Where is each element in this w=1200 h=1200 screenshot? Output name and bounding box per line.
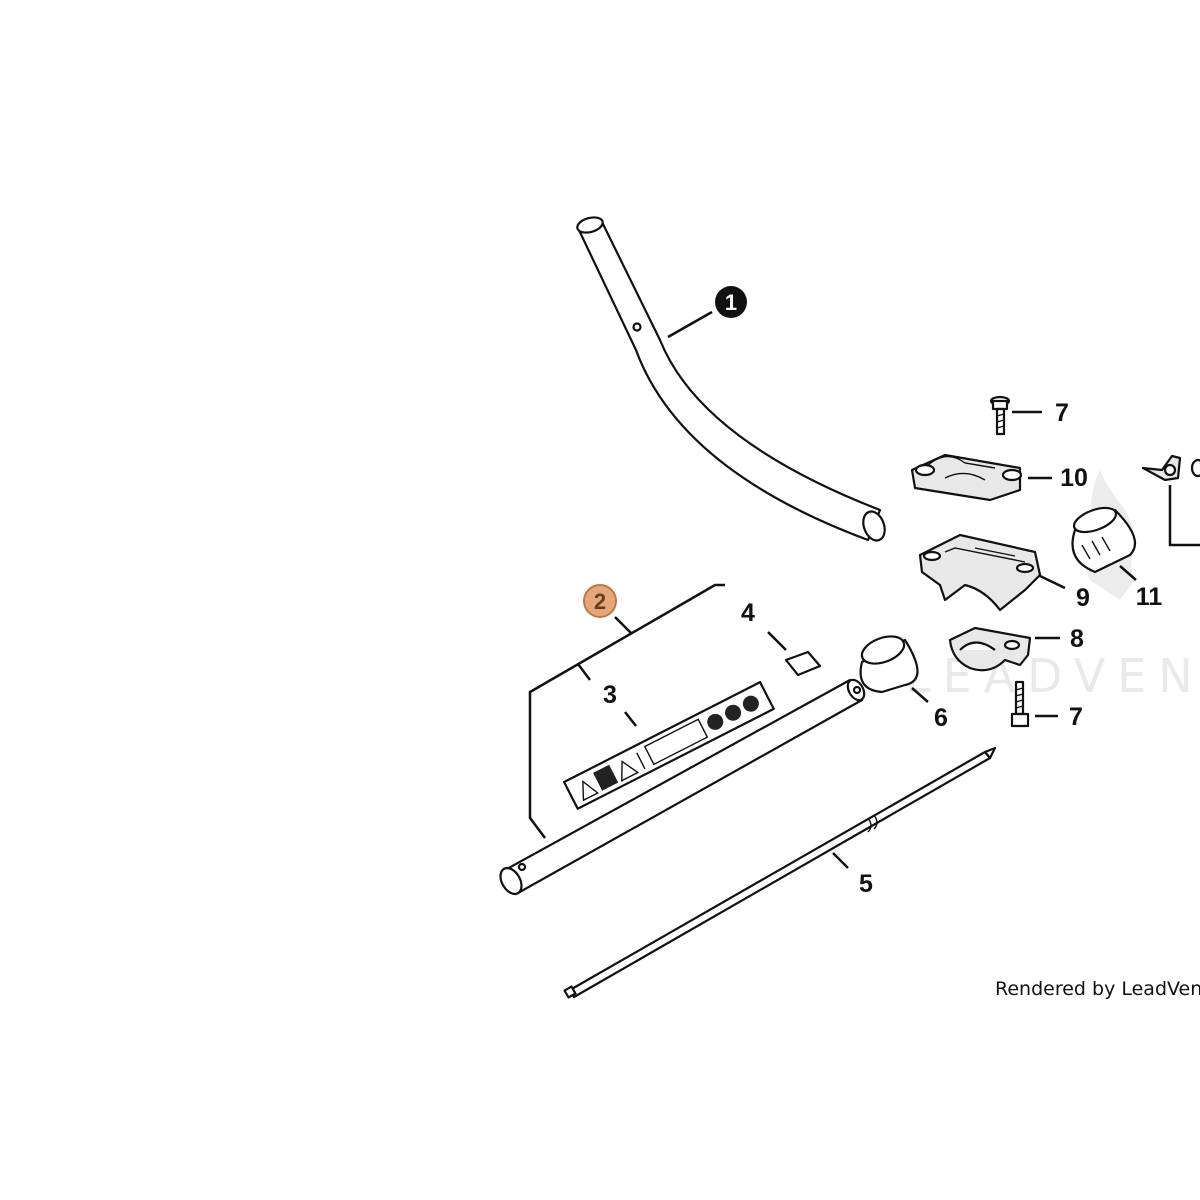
callout-3-label[interactable]: 3 — [603, 681, 617, 709]
part-8-half-clamp[interactable] — [948, 626, 1032, 672]
callout-7a-label[interactable]: 7 — [1055, 399, 1069, 427]
hazard-icon — [621, 760, 640, 782]
gloves-icon — [742, 695, 759, 712]
part-1-handle-bar[interactable] — [576, 215, 889, 544]
callout-2-badge[interactable] — [583, 584, 617, 618]
part-7-screw-upper[interactable] — [989, 395, 1011, 436]
part-9-clamp-body[interactable] — [918, 533, 1042, 612]
part-7-screw-lower[interactable] — [1010, 680, 1030, 728]
render-credit: Rendered by LeadVenture — [995, 978, 1200, 1000]
distance-icon — [643, 718, 709, 766]
callout-4-label[interactable]: 4 — [741, 599, 755, 627]
leader-11 — [1119, 565, 1137, 581]
leader-6 — [911, 687, 929, 703]
callout-6-label[interactable]: 6 — [934, 704, 948, 732]
part-6-bushing[interactable] — [858, 631, 919, 694]
leader-4 — [767, 631, 787, 651]
callout-9-label[interactable]: 9 — [1076, 584, 1090, 612]
leader-9 — [1039, 574, 1066, 590]
leader-2 — [614, 616, 633, 635]
leader-3a — [577, 663, 591, 681]
part-2-drive-tube[interactable] — [496, 677, 867, 898]
person-icon — [636, 752, 646, 770]
leader-5 — [832, 852, 849, 869]
callout-8-label[interactable]: 8 — [1070, 625, 1084, 653]
callout-11-label[interactable]: 11 — [1136, 583, 1163, 611]
ear-protection-icon — [725, 704, 742, 721]
part-3-warning-decal[interactable] — [562, 681, 775, 810]
callout-1-badge[interactable] — [715, 286, 747, 318]
eye-protection-icon — [707, 713, 724, 730]
warning-triangle-icon — [582, 779, 600, 802]
manual-book-icon — [593, 764, 619, 791]
kit-2-bracket — [528, 583, 725, 839]
part-11-sleeve[interactable] — [1071, 503, 1137, 574]
callout-2-label: 2 — [594, 589, 606, 614]
part-wing-nut[interactable] — [1141, 454, 1200, 482]
callout-7b-label[interactable]: 7 — [1069, 703, 1083, 731]
leader-3 — [624, 711, 637, 727]
callout-1-label: 1 — [725, 290, 737, 315]
callout-10-label[interactable]: 10 — [1060, 464, 1088, 492]
wing-nut-bracket — [1168, 485, 1200, 547]
part-4-label-square[interactable] — [784, 650, 822, 677]
part-10-clamp-upper[interactable] — [910, 453, 1023, 502]
watermark-text: LEADVENT — [905, 649, 1200, 703]
part-5-drive-shaft[interactable] — [563, 746, 997, 999]
leader-1 — [667, 310, 713, 339]
callout-5-label[interactable]: 5 — [859, 870, 873, 898]
